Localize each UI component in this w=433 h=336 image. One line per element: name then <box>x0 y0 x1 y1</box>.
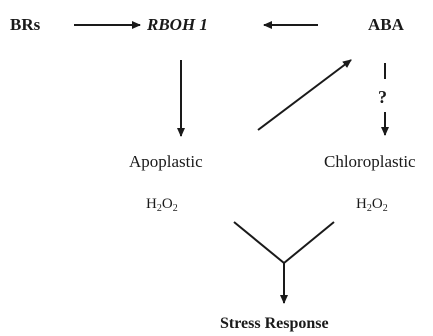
merge-line-right <box>283 221 335 264</box>
node-brs: BRs <box>10 15 41 34</box>
h2o2-chloroplastic: H2O2 <box>356 196 388 214</box>
node-stress-response: Stress Response <box>220 315 329 332</box>
node-aba: ABA <box>368 15 404 34</box>
node-rboh1: RBOH 1 <box>147 15 208 34</box>
node-chloroplastic: Chloroplastic <box>324 152 416 171</box>
h2o2-apoplastic: H2O2 <box>146 196 178 214</box>
merge-line-left <box>233 221 285 264</box>
arrow-apoplastic-to-aba <box>257 59 352 131</box>
uncertain-link-question: ? <box>378 87 387 107</box>
node-apoplastic: Apoplastic <box>129 152 203 171</box>
